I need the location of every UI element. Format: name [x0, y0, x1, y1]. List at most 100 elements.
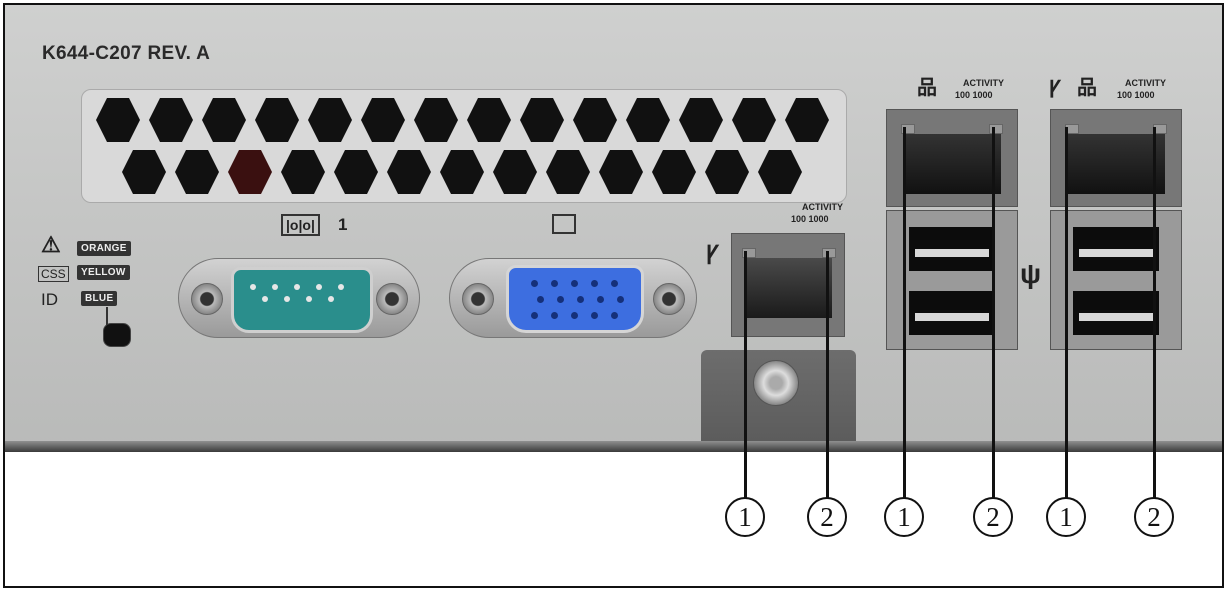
panel-bottom-edge [5, 441, 1222, 452]
lan1-jack [903, 134, 1001, 194]
usb-icon: ψ [1020, 258, 1042, 289]
vga-pin [617, 296, 624, 303]
callout-mgmt-led-2: 2 [807, 497, 847, 537]
monitor-icon [552, 214, 576, 234]
serial-pin [306, 296, 312, 302]
vent-hole [599, 150, 643, 194]
lan2-speed-label: 100 1000 [1117, 90, 1155, 100]
callout-line-lan1-1 [903, 127, 906, 499]
serial-screw-right [376, 283, 408, 315]
vga-pin [557, 296, 564, 303]
vent-hole [96, 98, 140, 142]
vga-pin [537, 296, 544, 303]
vent-hole [281, 150, 325, 194]
serial-port[interactable] [178, 258, 420, 338]
vga-pin [571, 312, 578, 319]
serial-pin [328, 296, 334, 302]
callout-line-lan2-2 [1153, 127, 1156, 499]
usb-port-4-tongue [1079, 313, 1153, 321]
callout-lan2-led-1: 1 [1046, 497, 1086, 537]
css-label: CSS [38, 266, 69, 282]
vga-pin [571, 280, 578, 287]
vent-hole [467, 98, 511, 142]
model-label: K644-C207 REV. A [42, 43, 211, 64]
callout-mgmt-led-1: 1 [725, 497, 765, 537]
vga-connector [506, 265, 644, 333]
vga-pin [551, 312, 558, 319]
mgmt-speed-label: 100 1000 [791, 214, 829, 224]
vent-hole [493, 150, 537, 194]
lan1-speed-label: 100 1000 [955, 90, 993, 100]
callout-line-lan1-2 [992, 127, 995, 499]
serial-port-icon: |o|o| [281, 214, 320, 236]
vent-hole [414, 98, 458, 142]
serial-pin [294, 284, 300, 290]
vga-pin [591, 280, 598, 287]
serial-pin [316, 284, 322, 290]
vent-hole [679, 98, 723, 142]
network-icon: 品 [917, 77, 937, 99]
id-led-stem [106, 307, 108, 325]
mgmt-led-2 [822, 248, 836, 258]
lan1-led-1 [901, 124, 915, 134]
vent-hole [705, 150, 749, 194]
serial-pin [250, 284, 256, 290]
lan1-led-2 [989, 124, 1003, 134]
mgmt-led-1 [742, 248, 756, 258]
vent-hole [228, 150, 272, 194]
vent-hole [573, 98, 617, 142]
vent-hole [334, 150, 378, 194]
wrench-icon-lan2: ꝩ [1049, 72, 1061, 97]
vga-pin [551, 280, 558, 287]
vga-screw-right [653, 283, 685, 315]
lan1-activity-label: ACTIVITY [963, 78, 1005, 88]
serial-pin [284, 296, 290, 302]
vga-port[interactable] [449, 258, 697, 338]
lan2-jack [1067, 134, 1165, 194]
vent-hole [626, 98, 670, 142]
mgmt-activity-label: ACTIVITY [802, 202, 844, 212]
usb-port-2-tongue [915, 313, 989, 321]
yellow-indicator-label: YELLOW [77, 265, 130, 280]
lan2-activity-label: ACTIVITY [1125, 78, 1167, 88]
lan1-ethernet-port[interactable] [886, 109, 1018, 207]
vent-hole [785, 98, 829, 142]
usb-port-1-tongue [915, 249, 989, 257]
vga-pin [611, 312, 618, 319]
serial-connector [231, 267, 373, 333]
grounding-screw [753, 360, 799, 406]
vga-pin [531, 280, 538, 287]
vent-hole [122, 150, 166, 194]
serial-pin [262, 296, 268, 302]
vent-hole [149, 98, 193, 142]
callout-lan2-led-2: 2 [1134, 497, 1174, 537]
callout-lan1-led-2: 2 [973, 497, 1013, 537]
lan2-ethernet-port[interactable] [1050, 109, 1182, 207]
vent-hole [652, 150, 696, 194]
usb-stack-1[interactable] [886, 210, 1018, 350]
figure-frame: K644-C207 REV. A ⚠ ORANGE CSS YELLOW ID … [3, 3, 1224, 588]
vga-pin [597, 296, 604, 303]
serial-port-number: 1 [338, 215, 348, 234]
usb-stack-2[interactable] [1050, 210, 1182, 350]
callout-lan1-led-1: 1 [884, 497, 924, 537]
serial-pin [338, 284, 344, 290]
orange-indicator-label: ORANGE [77, 241, 131, 256]
warning-icon: ⚠ [41, 232, 61, 257]
callout-line-mgmt-1 [744, 251, 747, 499]
vent-hole [546, 150, 590, 194]
mgmt-jack [746, 258, 832, 318]
usb-port-3-tongue [1079, 249, 1153, 257]
ventilation-grille [81, 89, 847, 203]
vent-hole [255, 98, 299, 142]
vga-pin [591, 312, 598, 319]
callout-line-lan2-1 [1065, 127, 1068, 499]
vent-hole [175, 150, 219, 194]
vga-pin [531, 312, 538, 319]
vent-hole [387, 150, 431, 194]
vga-screw-left [462, 283, 494, 315]
vent-hole [202, 98, 246, 142]
vent-hole [758, 150, 802, 194]
wrench-icon: ꝩ [706, 237, 719, 264]
vent-hole [308, 98, 352, 142]
